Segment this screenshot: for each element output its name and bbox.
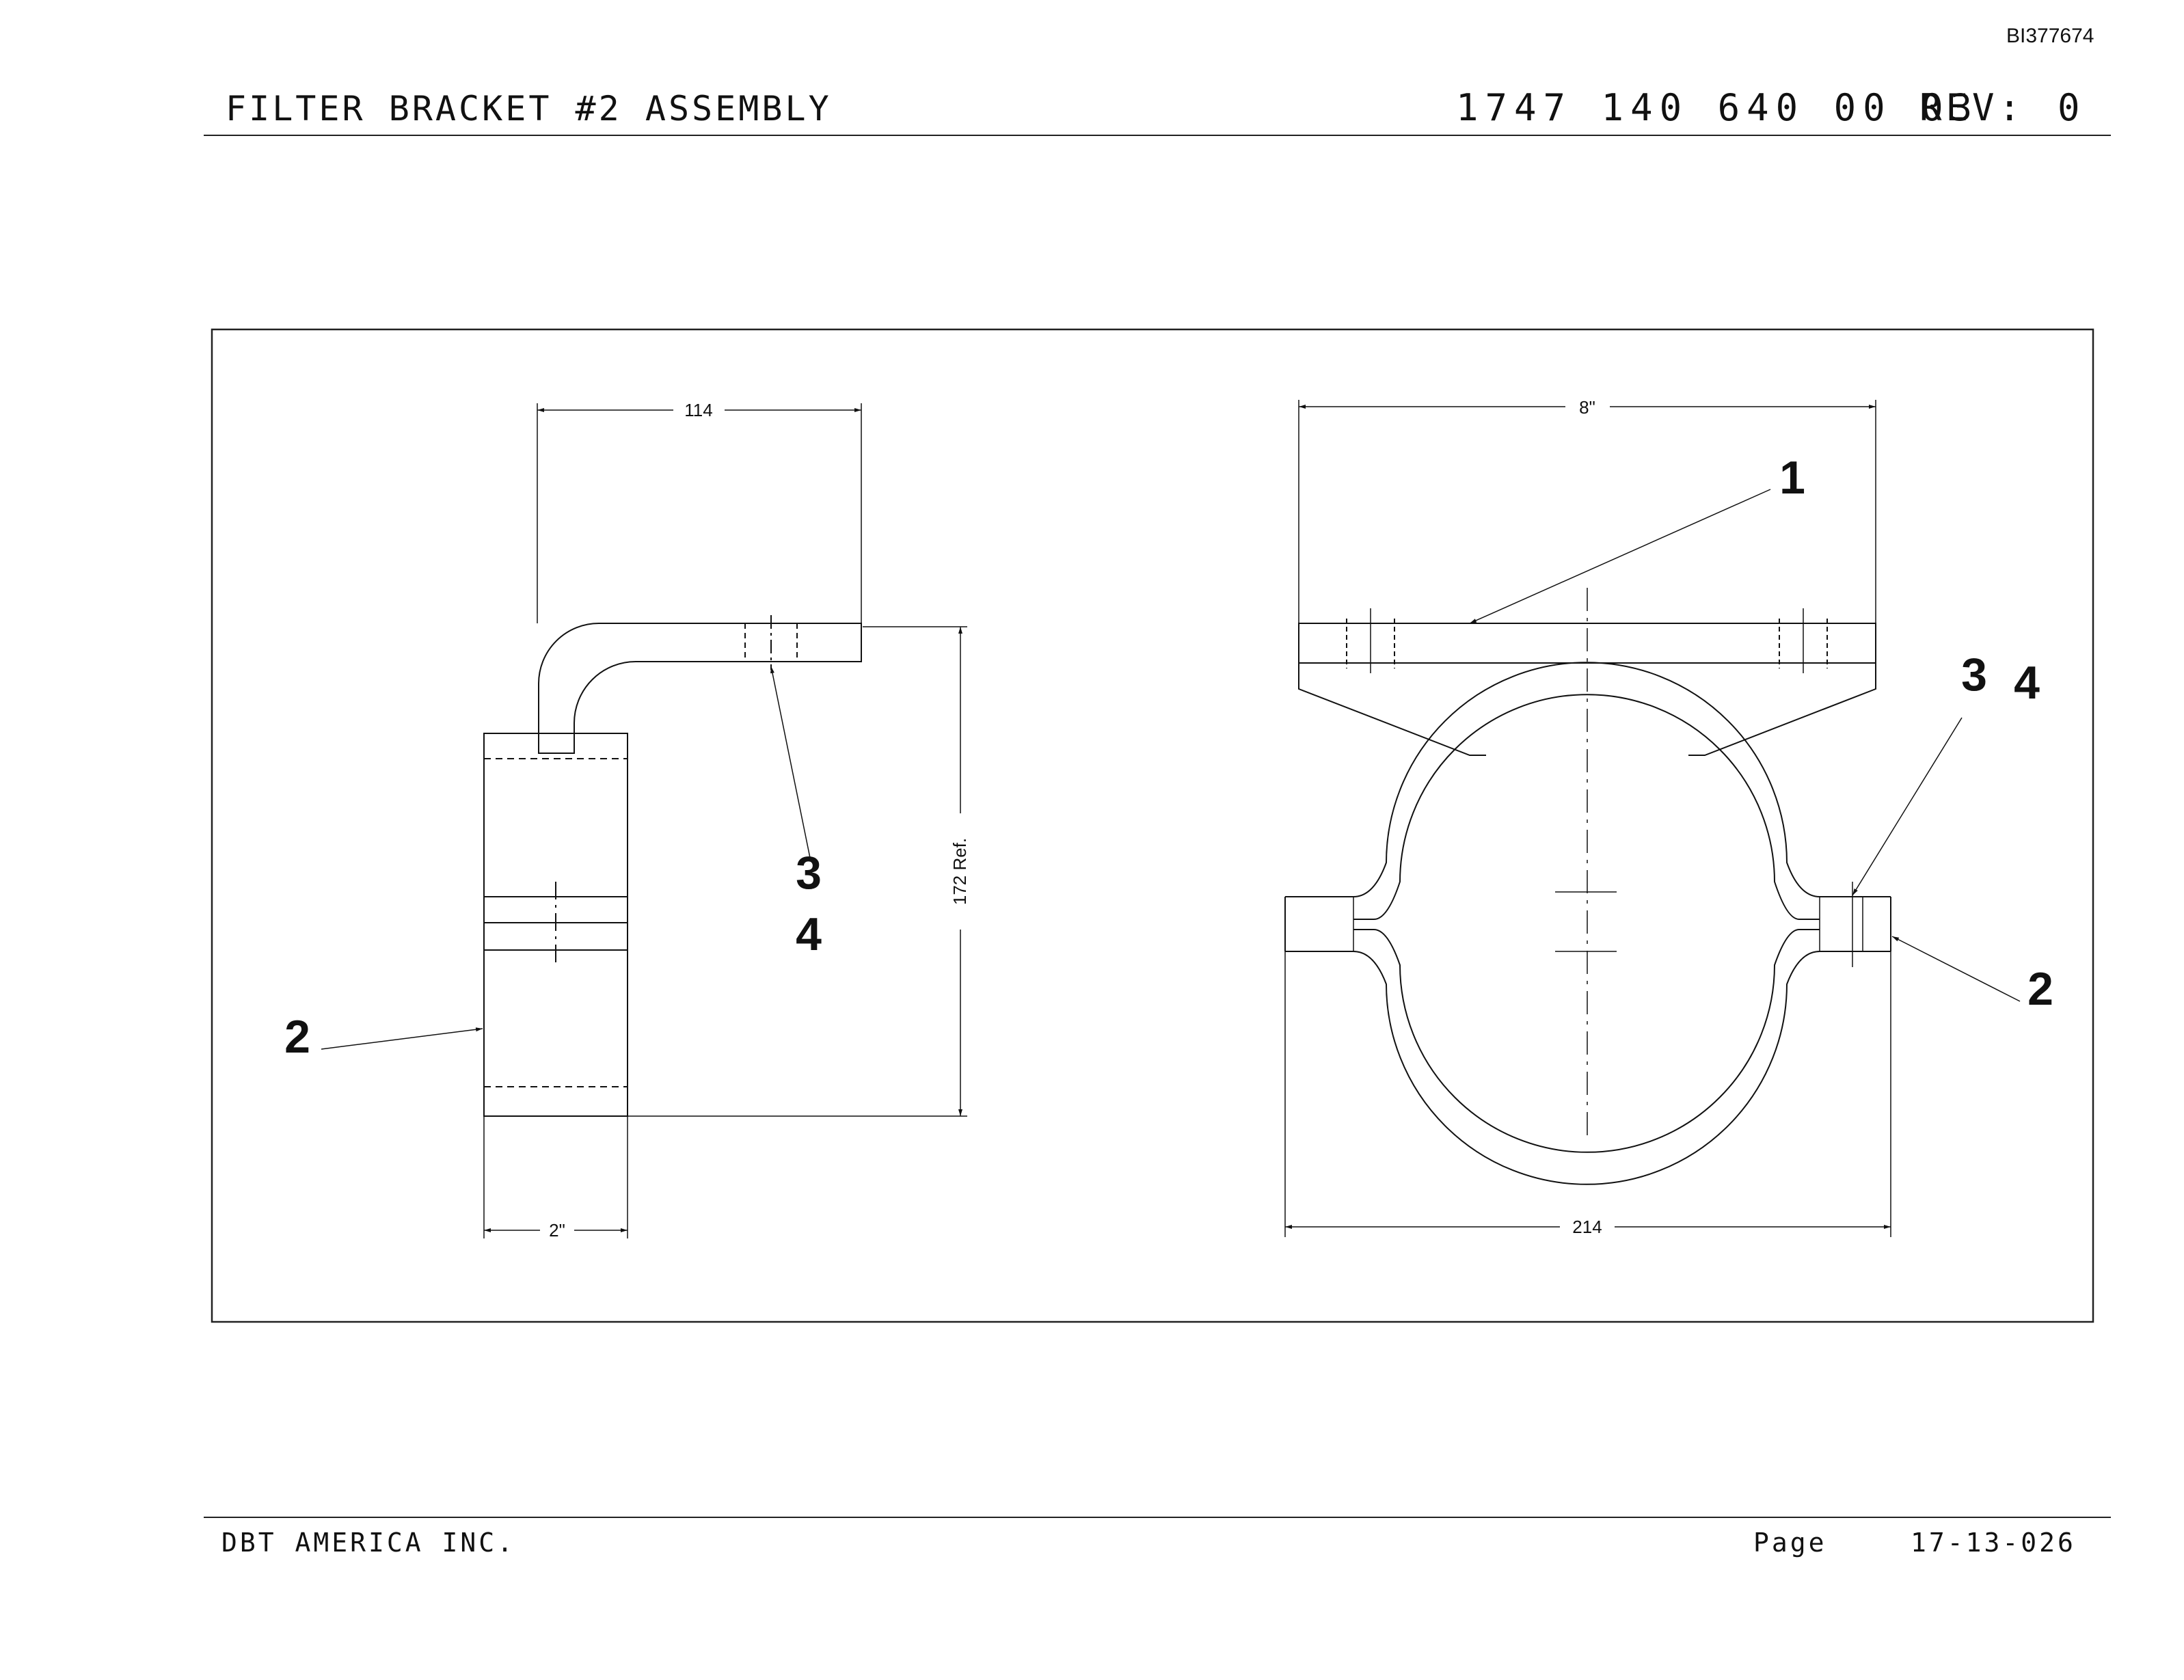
drawing-title: FILTER BRACKET #2 ASSEMBLY [226, 89, 832, 128]
page-number: 17-13-026 [1911, 1528, 2076, 1558]
clamp-body [483, 733, 628, 1117]
clamp-inner-lower [1353, 929, 1820, 1153]
callout-1-front: 1 [1779, 452, 1805, 504]
dimension-2-inch: 2" [549, 1220, 565, 1241]
company-name: DBT AMERICA INC. [221, 1528, 516, 1558]
clamp-outer-upper [1285, 662, 1891, 897]
leader-line [1891, 936, 2021, 1002]
dimension-172-ref: 172 Ref. [949, 838, 970, 905]
drawing-frame [211, 328, 2094, 1323]
callout-2-side: 2 [284, 1011, 310, 1063]
callout-4-side: 4 [796, 908, 822, 960]
document-id: BI377674 [2006, 25, 2094, 47]
bracket-plate [538, 623, 862, 754]
leader-line [321, 1027, 483, 1050]
dimension-114: 114 [684, 400, 712, 420]
front-view [1284, 400, 2021, 1237]
leader-line [1469, 489, 1771, 624]
leader-line [1852, 717, 1963, 896]
revision-label: REV: [1919, 86, 2025, 129]
page-label: Page [1753, 1528, 1827, 1558]
clamp-inner-upper [1353, 694, 1820, 920]
leader-line [770, 666, 811, 858]
callout-3-side: 3 [796, 847, 822, 899]
dimension-8-inch: 8" [1579, 397, 1595, 418]
header-rule [204, 135, 2111, 136]
footer-rule [204, 1517, 2111, 1518]
callout-4-front: 4 [2014, 657, 2040, 709]
part-number: 1747 140 640 00 03 [1456, 86, 1980, 129]
callout-3-front: 3 [1961, 649, 1987, 701]
side-view [321, 403, 967, 1238]
revision-value: 0 [2058, 86, 2083, 129]
clamp-outer-lower [1285, 951, 1891, 1185]
gusset-left [1298, 663, 1486, 756]
gusset-right [1688, 663, 1876, 756]
dimension-214: 214 [1572, 1217, 1602, 1237]
callout-2-front: 2 [2027, 963, 2053, 1015]
